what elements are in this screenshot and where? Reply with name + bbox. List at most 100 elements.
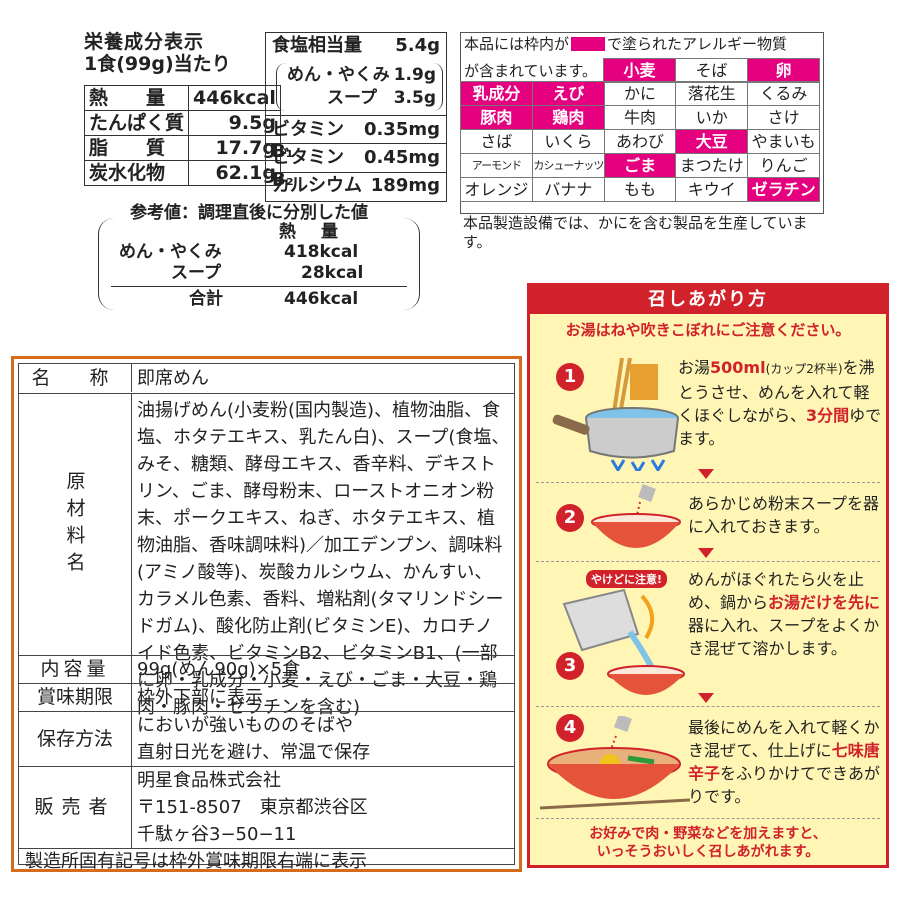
divider — [19, 848, 514, 849]
step-1-cup-note: (カップ2杯半) — [765, 362, 843, 376]
step-1-text: お湯500ml(カップ2杯半)を沸とうさせ、めんを入れて軽くほぐしながら、3分間… — [678, 356, 883, 450]
divider — [19, 655, 514, 656]
salt-breakdown-label: スープ — [327, 88, 377, 108]
pot-illustration — [552, 357, 679, 471]
cooking-title: 召しあがり方 — [530, 286, 886, 314]
vitamin-label: カルシウム — [272, 175, 362, 196]
divider — [111, 286, 407, 287]
ingredients-expiry-label: 賞味期限 — [19, 684, 132, 711]
vitamin-row: ビタミンB₁ 0.35mg — [272, 119, 440, 163]
divider — [536, 561, 880, 562]
allergen-row: アーモンドカシューナッツごままつたけりんご — [460, 153, 820, 178]
noodle-block — [630, 364, 658, 400]
arrow-down-icon — [698, 548, 714, 558]
cooking-footer-line: いっそうおいしく召しあがれます。 — [596, 844, 820, 860]
ingredients-table: 名 称 即席めん 原材料名 油揚げめん(小麦粉(国内製造)、植物油脂、食塩、ホタ… — [18, 363, 515, 872]
allergen-cell: えび — [531, 81, 605, 106]
step-3-text-part: めんがほぐれたら火を止め、鍋から — [688, 570, 865, 612]
step-4-number: 4 — [556, 714, 584, 742]
allergen-row: さばいくらあわび大豆やまいも — [460, 129, 820, 154]
ingredients-seller-value3: 千駄ヶ谷3−50−11 — [137, 824, 297, 845]
allergen-cell: 鶏肉 — [531, 105, 605, 130]
step-3-text-part: 器に入れ、スープをよくかき混ぜて溶かします。 — [688, 616, 880, 658]
allergen-head-text: 本品には枠内が — [464, 35, 570, 53]
ramen-illustration — [540, 716, 690, 810]
reference-label: スープ — [171, 263, 221, 283]
nutrition-title: 栄養成分表示 — [84, 31, 205, 53]
arrow-down-icon — [698, 469, 714, 479]
divider — [266, 172, 446, 173]
ingredients-panel: 名 称 即席めん 原材料名 油揚げめん(小麦粉(国内製造)、植物油脂、食塩、ホタ… — [11, 356, 522, 872]
allergen-cell: 牛肉 — [603, 105, 677, 130]
reference-total-value: 446kcal — [284, 289, 359, 309]
vitamin-value: 0.35mg — [363, 119, 440, 140]
step-4-emphasis: 七味唐辛子 — [688, 741, 880, 783]
allergen-row: オレンジバナナももキウイゼラチン — [460, 177, 820, 202]
ingredients-name-label: 名 称 — [19, 364, 132, 392]
allergen-cell: いか — [675, 105, 749, 130]
allergen-row: 豚肉鶏肉牛肉いかさけ — [460, 105, 820, 130]
step-4-text-part: 最後にめんを入れて軽くかき混ぜて、仕上げに — [688, 718, 880, 760]
allergen-cell: くるみ — [747, 81, 820, 106]
divider — [19, 683, 514, 684]
ingredients-name-value: 即席めん — [137, 368, 209, 389]
allergen-cell: あわび — [603, 129, 677, 154]
nutrition-right-panel: 食塩相当量 5.4g めん・やくみ 1.9g スープ 3.5g ビタミンB₁ 0… — [265, 32, 447, 202]
salt-breakdown-label: めん・やくみ — [287, 65, 390, 85]
factory-note: 製造所固有記号は枠外賞味期限右端に表示 — [25, 851, 367, 872]
allergen-cell: やまいも — [747, 129, 820, 154]
allergen-cell: 卵 — [747, 58, 820, 83]
salt-breakdown-value: 1.9g — [393, 65, 436, 85]
divider — [19, 393, 514, 394]
divider — [536, 818, 880, 819]
ingredients-expiry-value: 枠外下部に表示 — [137, 687, 263, 708]
nutrition-label: 脂 質 — [83, 135, 190, 161]
step-4-text-part: をふりかけてできあがりです。 — [688, 764, 881, 806]
nutrition-label: 熱 量 — [83, 85, 190, 111]
allergen-head-line1: 本品には枠内が で塗られたアレルギー物質 — [464, 34, 819, 54]
allergen-cell: 乳成分 — [460, 81, 533, 106]
allergen-cell: さけ — [747, 105, 820, 130]
salt-breakdown: めん・やくみ 1.9g スープ 3.5g — [276, 63, 443, 111]
step-2-text: あらかじめ粉末スープを器に入れておきます。 — [688, 494, 880, 536]
cooking-warning: お湯はねや吹きこぼれにご注意ください。 — [565, 321, 851, 339]
allergen-cell: バナナ — [531, 177, 605, 202]
vitamin-value: 0.45mg — [363, 147, 440, 168]
allergen-cell: 大豆 — [675, 129, 749, 154]
ingredients-raw-value: 油揚げめん(小麦粉(国内製造)、植物油脂、食塩、ホタテエキス、乳たん白)、スープ… — [137, 400, 510, 718]
salt-row: 食塩相当量 5.4g — [272, 35, 440, 57]
allergen-grid: 乳成分えびかに落花生くるみ豚肉鶏肉牛肉いかさけさばいくらあわび大豆やまいもアーモ… — [460, 81, 820, 202]
salt-breakdown-value: 3.5g — [393, 88, 436, 108]
step-1-text-part: お湯 — [678, 358, 711, 377]
salt-label: 食塩相当量 — [272, 35, 362, 56]
highlight-swatch — [571, 37, 606, 51]
divider — [536, 482, 880, 483]
salt-breakdown-row: スープ 3.5g — [287, 87, 436, 109]
salt-value: 5.4g — [395, 35, 440, 56]
ingredients-content-value: 99g(めん90g)×5食 — [137, 659, 301, 680]
reference-box: 熱 量 めん・やくみ 418kcal スープ 28kcal 合計 446kcal — [98, 218, 420, 310]
allergen-note: 本品製造設備では、かにを含む製品を生産しています。 — [463, 214, 808, 251]
allergen-cell: そば — [675, 58, 748, 83]
divider — [19, 711, 514, 712]
ingredients-seller-value2: 〒151-8507 東京都渋谷区 — [137, 797, 368, 818]
pour-illustration — [562, 588, 685, 695]
cooking-footer-line: お好みで肉・野菜などを加えますと、 — [589, 826, 827, 842]
allergen-head-text: で塗られたアレルギー物質 — [607, 35, 788, 53]
arrow-down-icon — [698, 693, 714, 703]
divider — [19, 766, 514, 767]
step-3-text: めんがほぐれたら火を止め、鍋からお湯だけを先に器に入れ、スープをよくかき混ぜて溶… — [688, 568, 883, 660]
reference-value: 28kcal — [301, 263, 364, 283]
burn-warning-badge: やけどに注意! — [586, 570, 668, 588]
allergen-cell: りんご — [747, 153, 820, 178]
nutrition-label: たんぱく質 — [83, 110, 190, 136]
vitamin-label: ビタミンB₁ — [272, 119, 344, 162]
reference-value: 418kcal — [284, 242, 359, 262]
cooking-footer: お好みで肉・野菜などを加えますと、 いっそうおいしく召しあがれます。 — [530, 825, 886, 861]
allergen-cell: 落花生 — [675, 81, 749, 106]
vitamin-label: ビタミンB₂ — [272, 147, 344, 190]
allergen-cell: いくら — [531, 129, 605, 154]
cooking-panel: 召しあがり方 お湯はねや吹きこぼれにご注意ください。 1 お湯500ml(カップ… — [527, 283, 889, 868]
